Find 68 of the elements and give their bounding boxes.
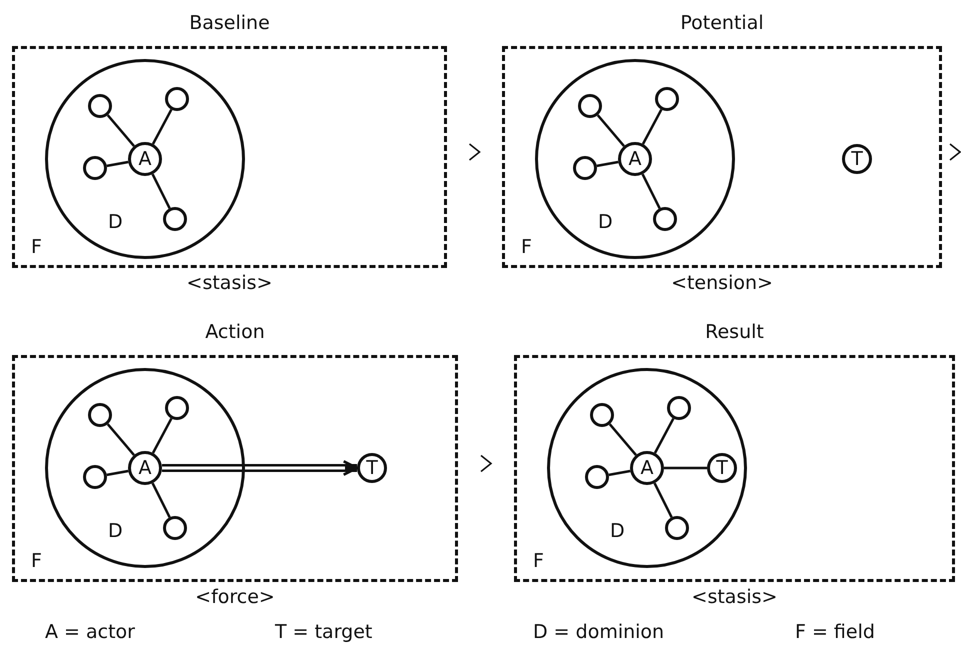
connector-line bbox=[106, 423, 135, 456]
stage-caption: <stasis> bbox=[690, 587, 778, 608]
connector-line bbox=[152, 109, 172, 145]
connector-line bbox=[642, 109, 662, 145]
connector-line bbox=[596, 160, 618, 168]
dominion-circle bbox=[45, 368, 245, 568]
satellite-circle bbox=[653, 207, 677, 231]
legend-key: A = actor bbox=[45, 621, 135, 644]
dominion-label: D bbox=[108, 521, 123, 542]
satellite-circle bbox=[165, 396, 189, 420]
stage-caption: <force> bbox=[194, 587, 276, 608]
chevron-arrow bbox=[950, 143, 961, 161]
chevron-arrow bbox=[480, 454, 492, 472]
double-line-arrow bbox=[162, 460, 358, 476]
dominion-circle bbox=[547, 368, 747, 568]
letter-circle: A bbox=[630, 451, 664, 485]
connector-line bbox=[608, 423, 637, 456]
connector-line bbox=[608, 470, 630, 476]
connector-line bbox=[653, 482, 673, 518]
panel-title: Baseline bbox=[188, 13, 271, 34]
satellite-circle bbox=[163, 516, 187, 540]
letter-circle: T bbox=[707, 453, 737, 483]
satellite-circle bbox=[83, 465, 107, 489]
panel-title: Potential bbox=[679, 13, 765, 34]
connector-line bbox=[654, 418, 674, 454]
connector-line bbox=[641, 174, 661, 209]
connector-line bbox=[151, 482, 171, 518]
legend-key: T = target bbox=[275, 621, 372, 644]
letter-circle: T bbox=[842, 144, 872, 174]
legend-key: F = field bbox=[795, 621, 875, 644]
connector-line bbox=[106, 114, 135, 147]
dominion-circle bbox=[45, 59, 245, 259]
letter-circle: A bbox=[128, 142, 162, 176]
satellite-circle bbox=[573, 156, 597, 180]
field-label: F bbox=[31, 551, 42, 572]
dominion-circle bbox=[535, 59, 735, 259]
satellite-circle bbox=[590, 403, 614, 427]
letter-circle: A bbox=[128, 451, 162, 485]
connector-line bbox=[664, 466, 707, 470]
satellite-circle bbox=[88, 403, 112, 427]
connector-line bbox=[106, 160, 128, 168]
letter-circle: T bbox=[357, 453, 387, 483]
satellite-circle bbox=[163, 207, 187, 231]
stage-caption: <tension> bbox=[670, 273, 774, 294]
panel-title: Action bbox=[204, 322, 266, 343]
dominion-label: D bbox=[598, 212, 613, 233]
field-label: F bbox=[521, 237, 532, 258]
satellite-circle bbox=[88, 94, 112, 118]
satellite-circle bbox=[83, 156, 107, 180]
dominion-label: D bbox=[108, 212, 123, 233]
satellite-circle bbox=[585, 465, 609, 489]
connector-line bbox=[596, 114, 625, 147]
connector-line bbox=[106, 470, 128, 476]
satellite-circle bbox=[578, 94, 602, 118]
panel-title: Result bbox=[704, 322, 765, 343]
satellite-circle bbox=[655, 87, 679, 111]
field-label: F bbox=[31, 237, 42, 258]
satellite-circle bbox=[165, 87, 189, 111]
satellite-circle bbox=[665, 516, 689, 540]
dominion-label: D bbox=[610, 521, 625, 542]
letter-circle: A bbox=[618, 142, 652, 176]
legend-key: D = dominion bbox=[533, 621, 664, 644]
stage-caption: <stasis> bbox=[186, 273, 274, 294]
chevron-arrow bbox=[469, 143, 481, 161]
connector-line bbox=[152, 418, 172, 454]
field-label: F bbox=[533, 551, 544, 572]
satellite-circle bbox=[667, 396, 691, 420]
connector-line bbox=[151, 174, 171, 209]
